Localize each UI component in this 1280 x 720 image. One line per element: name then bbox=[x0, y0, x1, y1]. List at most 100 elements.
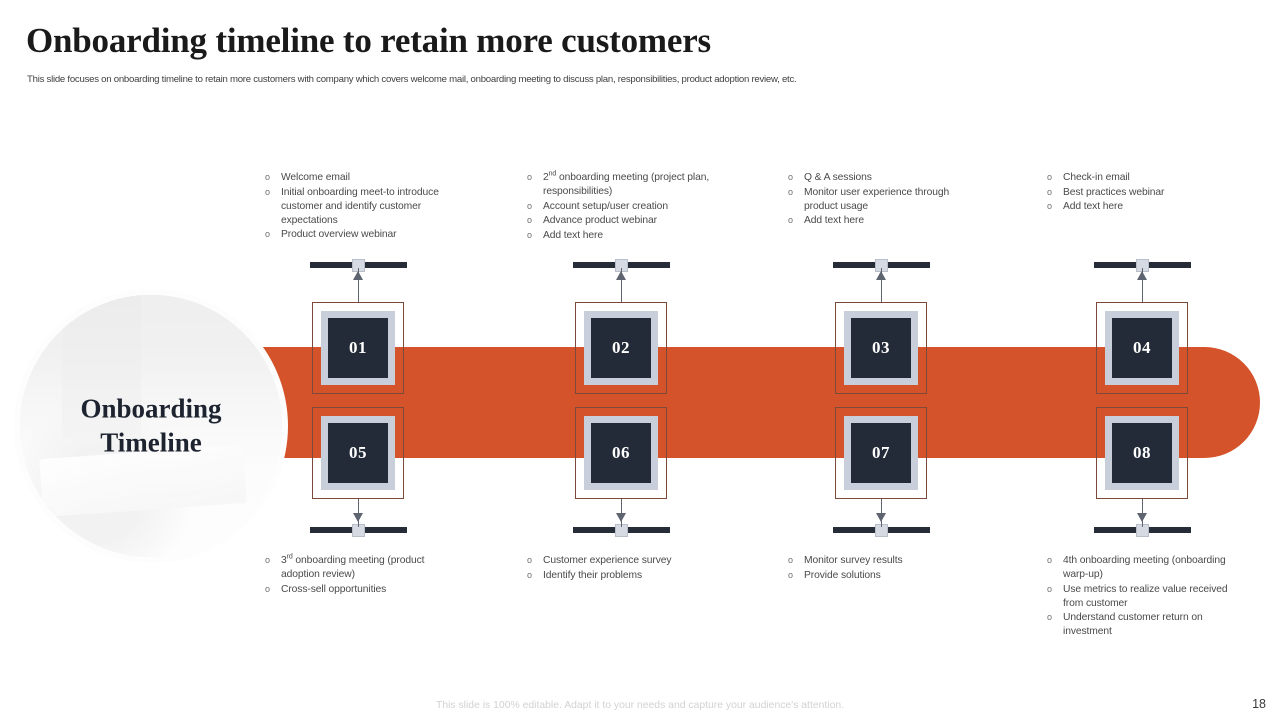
node-inner-04: 04 bbox=[1112, 318, 1172, 378]
bullet-marker-icon: o bbox=[527, 229, 533, 240]
connector-stem-02 bbox=[621, 268, 622, 302]
milestone-node-02[interactable]: 02 bbox=[575, 302, 667, 394]
bullet-marker-icon: o bbox=[1047, 612, 1053, 622]
bullet-text: Q & A sessions bbox=[804, 172, 872, 183]
bullet-marker-icon: o bbox=[527, 555, 533, 565]
bullet-text: Add text here bbox=[543, 229, 603, 241]
bullet-item: o Use metrics to realize value received f… bbox=[1047, 583, 1242, 611]
node-outline-06 bbox=[575, 407, 667, 499]
node-outline-01 bbox=[312, 302, 404, 394]
bullet-text: 3rd onboarding meeting (product adoption… bbox=[281, 553, 425, 580]
bullet-text: Welcome email bbox=[281, 172, 350, 183]
bullet-marker-icon: o bbox=[788, 172, 794, 182]
milestone-node-01[interactable]: 01 bbox=[312, 302, 404, 394]
footer-note: This slide is 100% editable. Adapt it to… bbox=[435, 700, 845, 711]
milestone-node-03[interactable]: 03 bbox=[835, 302, 927, 394]
bullet-marker-icon: o bbox=[527, 569, 533, 580]
node-inner-08: 08 bbox=[1112, 423, 1172, 483]
bullet-item: o Cross-sell opportunities bbox=[265, 583, 465, 597]
bullet-marker-icon: o bbox=[265, 583, 271, 594]
bullet-text: Monitor user experience through product … bbox=[804, 186, 950, 212]
node-number-label-04: 04 bbox=[1133, 338, 1151, 357]
node-outline-02 bbox=[575, 302, 667, 394]
connector-stem-04 bbox=[1142, 268, 1143, 302]
connector-arrow-02 bbox=[616, 271, 626, 280]
timeline-bar bbox=[238, 347, 1260, 458]
milestone-node-05[interactable]: 05 bbox=[312, 407, 404, 499]
bullet-marker-icon: o bbox=[265, 172, 271, 182]
hero-label: Onboarding Timeline bbox=[20, 392, 282, 460]
bullet-item: o Add text here bbox=[1047, 200, 1242, 214]
bullet-text: Product overview webinar bbox=[281, 229, 397, 240]
bullet-group-group-05: o 3rd onboarding meeting (product adoptio… bbox=[265, 554, 465, 597]
bullet-text: Add text here bbox=[804, 215, 864, 226]
node-number-label-08: 08 bbox=[1133, 443, 1151, 462]
node-frame-03: 03 bbox=[844, 311, 918, 385]
bullet-marker-icon: o bbox=[527, 200, 533, 211]
bullet-text: 4th onboarding meeting (onboarding warp-… bbox=[1063, 555, 1226, 580]
bullet-text: 2nd onboarding meeting (project plan, re… bbox=[543, 170, 710, 197]
node-frame-07: 07 bbox=[844, 416, 918, 490]
connector-arrow-03 bbox=[876, 271, 886, 280]
bullet-group-group-02: o 2nd onboarding meeting (project plan, r… bbox=[527, 171, 727, 243]
connector-arrow-08 bbox=[1137, 513, 1147, 522]
bullet-marker-icon: o bbox=[1047, 583, 1053, 594]
hero-overlay bbox=[20, 295, 282, 557]
node-inner-01: 01 bbox=[328, 318, 388, 378]
bullet-marker-icon: o bbox=[527, 172, 533, 182]
node-outline-05 bbox=[312, 407, 404, 499]
timeline-tick-08 bbox=[1093, 523, 1191, 537]
node-inner-02: 02 bbox=[591, 318, 651, 378]
node-number-label-05: 05 bbox=[349, 443, 367, 462]
bullet-marker-icon: o bbox=[265, 186, 271, 197]
milestone-node-07[interactable]: 07 bbox=[835, 407, 927, 499]
page-number: 18 bbox=[1252, 697, 1266, 711]
connector-arrow-06 bbox=[616, 513, 626, 522]
hero-label-line-2: Timeline bbox=[100, 427, 202, 457]
bullet-text: Use metrics to realize value received fr… bbox=[1063, 583, 1228, 609]
node-outline-03 bbox=[835, 302, 927, 394]
bullet-text: Understand customer return on investment bbox=[1063, 612, 1203, 637]
bullet-item: o 2nd onboarding meeting (project plan, r… bbox=[527, 171, 727, 199]
node-inner-06: 06 bbox=[591, 423, 651, 483]
milestone-node-08[interactable]: 08 bbox=[1096, 407, 1188, 499]
bullet-text: Monitor survey results bbox=[804, 555, 903, 566]
bullet-marker-icon: o bbox=[788, 186, 794, 197]
node-number-label-03: 03 bbox=[872, 338, 890, 357]
node-outline-04 bbox=[1096, 302, 1188, 394]
bullet-text: Cross-sell opportunities bbox=[281, 583, 387, 595]
node-frame-01: 01 bbox=[321, 311, 395, 385]
ordinal-suffix: nd bbox=[548, 170, 557, 178]
bullet-text: Best practices webinar bbox=[1063, 186, 1165, 198]
node-frame-02: 02 bbox=[584, 311, 658, 385]
bullet-text: Add text here bbox=[1063, 201, 1123, 212]
ordinal-suffix: rd bbox=[286, 553, 293, 561]
node-outline-08 bbox=[1096, 407, 1188, 499]
node-frame-04: 04 bbox=[1105, 311, 1179, 385]
bullet-marker-icon: o bbox=[788, 569, 794, 580]
hero-label-line-1: Onboarding bbox=[80, 393, 222, 424]
milestone-node-04[interactable]: 04 bbox=[1096, 302, 1188, 394]
bullet-marker-icon: o bbox=[1047, 201, 1053, 211]
bullet-text: Initial onboarding meet-to introduce cus… bbox=[281, 186, 439, 226]
milestone-node-06[interactable]: 06 bbox=[575, 407, 667, 499]
node-number-label-06: 06 bbox=[612, 443, 630, 462]
connector-arrow-01 bbox=[353, 271, 363, 280]
bullet-item: o Understand customer return on investmen… bbox=[1047, 611, 1242, 639]
connector-stem-01 bbox=[358, 268, 359, 302]
